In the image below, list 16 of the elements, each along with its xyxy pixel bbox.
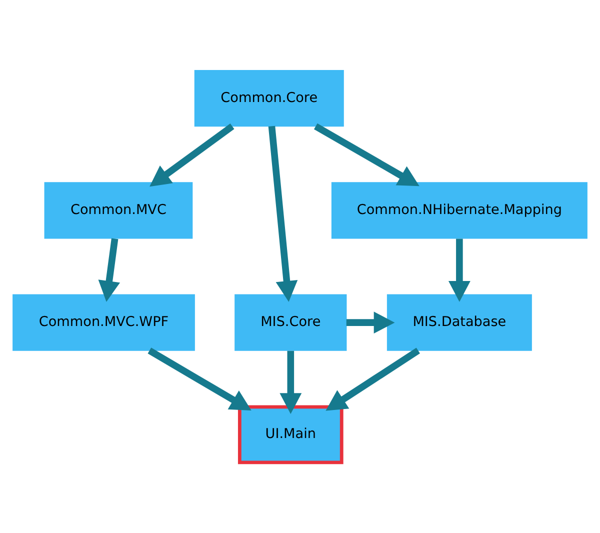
arrow — [148, 348, 252, 410]
arrow — [314, 123, 420, 186]
node-box: Common.MVC — [44, 182, 193, 239]
node-box: MIS.Database — [386, 294, 532, 351]
node-box: Common.Core — [194, 70, 344, 127]
arrow — [98, 238, 120, 302]
node-box: Common.MVC.WPF — [12, 294, 195, 351]
arrow — [268, 126, 298, 302]
node-box: MIS.Core — [234, 294, 347, 351]
arrow — [448, 238, 470, 302]
arrow — [280, 350, 302, 414]
node-box: UI.Main — [238, 405, 344, 464]
node-box: Common.NHibernate.Mapping — [331, 182, 588, 239]
arrow — [346, 312, 395, 334]
arrow — [326, 348, 420, 411]
arrow — [150, 124, 234, 187]
